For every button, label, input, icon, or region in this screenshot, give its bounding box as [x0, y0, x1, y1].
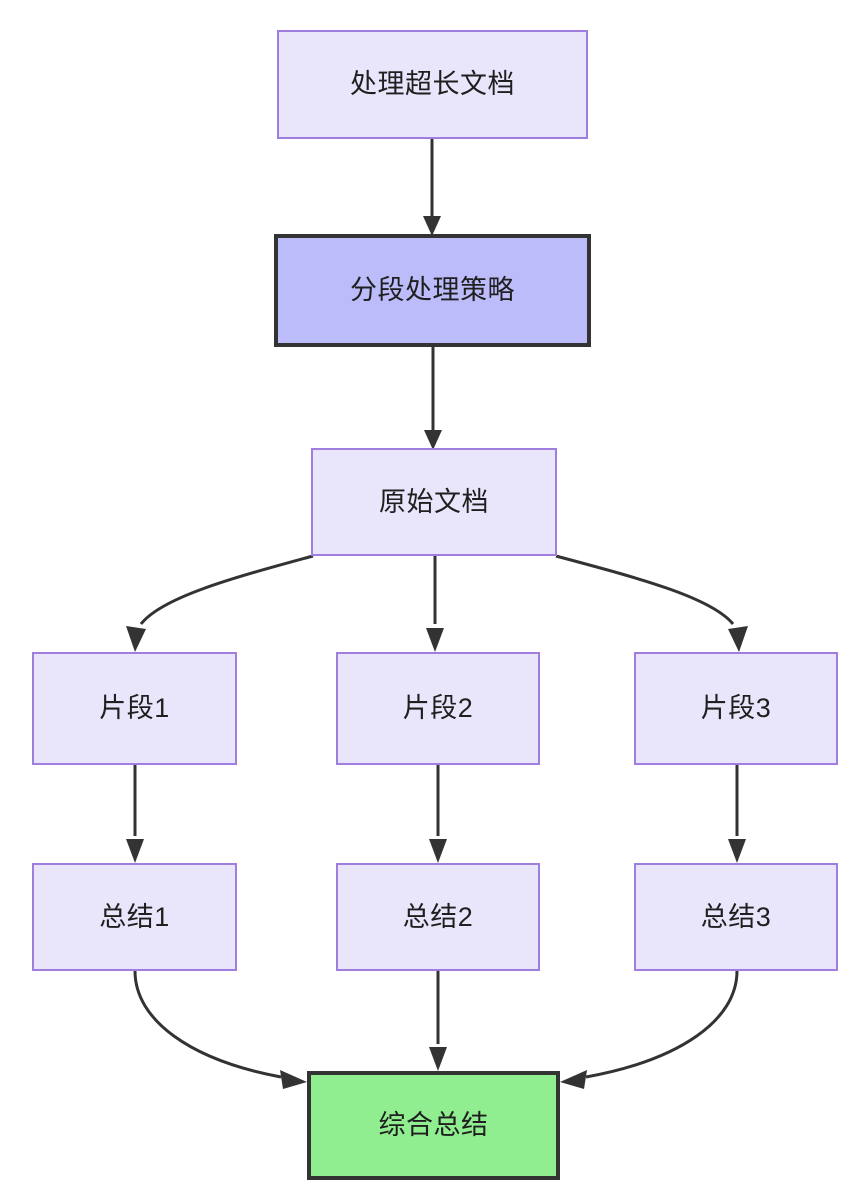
edge-n9-n10: [560, 970, 739, 1089]
node-label: 综合总结: [378, 1110, 489, 1141]
node-comprehensive-summary[interactable]: 综合总结: [307, 1071, 560, 1180]
node-original-document[interactable]: 原始文档: [311, 448, 557, 556]
edge-n2-n3: [424, 347, 442, 450]
node-summary-2[interactable]: 总结2: [336, 863, 540, 971]
node-label: 总结3: [700, 901, 772, 932]
node-summary-3[interactable]: 总结3: [634, 863, 838, 971]
node-process-long-document[interactable]: 处理超长文档: [277, 30, 588, 139]
node-fragment-1[interactable]: 片段1: [32, 652, 237, 765]
edge-n3-n5: [426, 556, 444, 652]
node-label: 总结1: [99, 901, 170, 932]
edge-n1-n2: [423, 139, 441, 236]
node-fragment-3[interactable]: 片段3: [634, 652, 838, 765]
edge-n4-n7: [126, 765, 144, 863]
edge-n3-n6: [555, 554, 748, 652]
edge-n8-n10: [429, 971, 447, 1071]
node-label: 片段1: [99, 693, 170, 724]
node-label: 总结2: [402, 901, 474, 932]
node-label: 原始文档: [379, 486, 489, 517]
node-summary-1[interactable]: 总结1: [32, 863, 237, 971]
edge-n7-n10: [133, 970, 307, 1089]
edge-n6-n9: [728, 765, 746, 863]
node-label: 分段处理策略: [350, 275, 515, 306]
node-fragment-2[interactable]: 片段2: [336, 652, 540, 765]
node-label: 处理超长文档: [350, 69, 515, 100]
node-label: 片段3: [700, 693, 772, 724]
node-chunking-strategy[interactable]: 分段处理策略: [274, 234, 591, 347]
edge-n3-n4: [126, 554, 314, 652]
edge-n5-n8: [429, 765, 447, 863]
node-label: 片段2: [402, 693, 474, 724]
